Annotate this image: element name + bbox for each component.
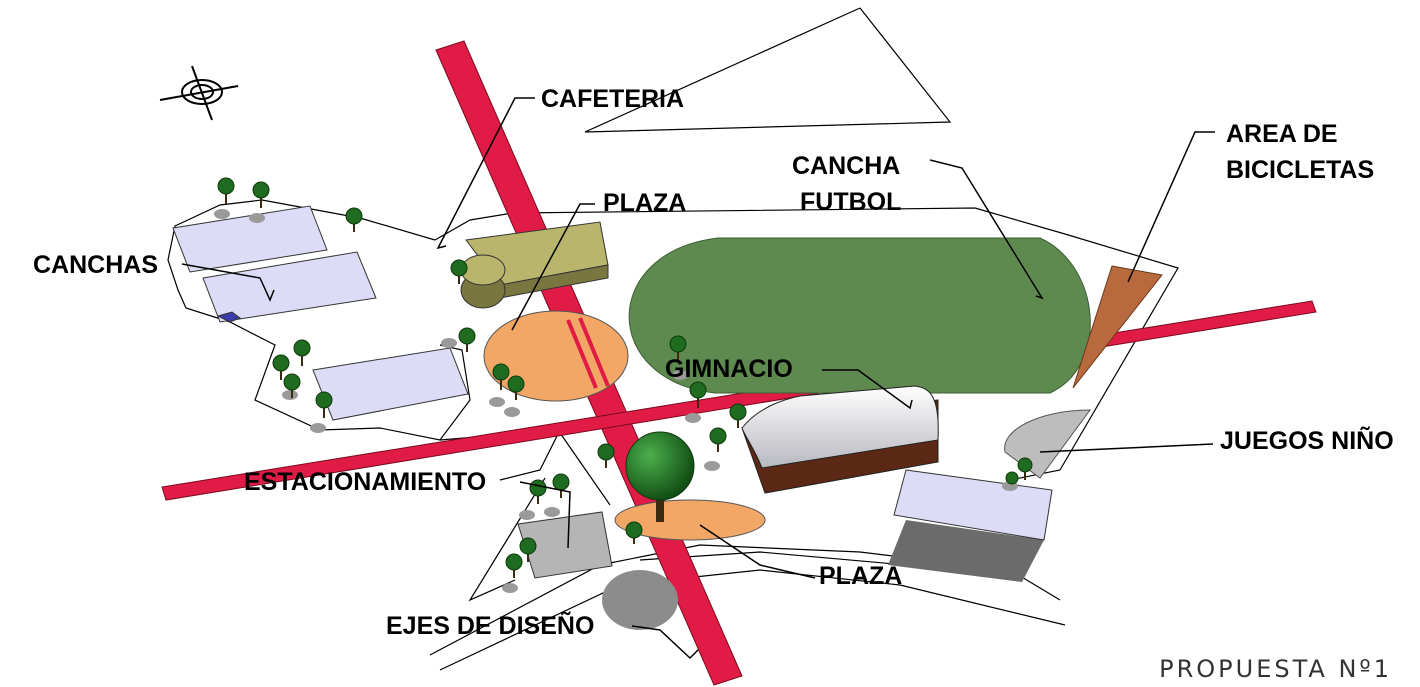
- children-games-area: [1004, 409, 1091, 479]
- parking-lot: [517, 511, 613, 579]
- bike-area: [1072, 265, 1163, 389]
- label-canchas: CANCHAS: [33, 251, 158, 279]
- label-area-bicicletas-line2: BICICLETAS: [1226, 156, 1375, 184]
- compass-icon: [159, 65, 239, 121]
- label-plaza-bottom: PLAZA: [819, 562, 903, 590]
- label-cancha-futbol-line2: FUTBOL: [800, 188, 902, 216]
- label-plaza-top: PLAZA: [603, 189, 687, 217]
- label-juegos-ninos: JUEGOS NIÑO: [1220, 427, 1394, 455]
- football-field: [628, 237, 1091, 394]
- label-ejes-de-diseno: EJES DE DISEÑO: [386, 612, 595, 640]
- cafeteria-building: [460, 221, 609, 309]
- plaza-top-pattern: [566, 317, 610, 389]
- trees: [214, 177, 1033, 593]
- big-tree: [625, 431, 695, 522]
- building-bottom-right: [888, 469, 1053, 582]
- proposal-title: PROPUESTA Nº1: [1159, 655, 1392, 683]
- label-gimnacio: GIMNACIO: [665, 355, 793, 383]
- label-estacionamiento: ESTACIONAMIENTO: [244, 468, 487, 496]
- leader-lines: [181, 97, 1215, 660]
- courts: [172, 205, 469, 421]
- plaza-top: [483, 310, 629, 402]
- label-cancha-futbol-line1: CANCHA: [792, 152, 901, 180]
- gym-building: [741, 385, 939, 494]
- plaza-bottom: [614, 499, 766, 541]
- label-cafeteria: CAFETERIA: [541, 85, 685, 113]
- tree-shadow-large: [602, 570, 678, 630]
- label-area-bicicletas-line1: AREA DE: [1226, 120, 1338, 148]
